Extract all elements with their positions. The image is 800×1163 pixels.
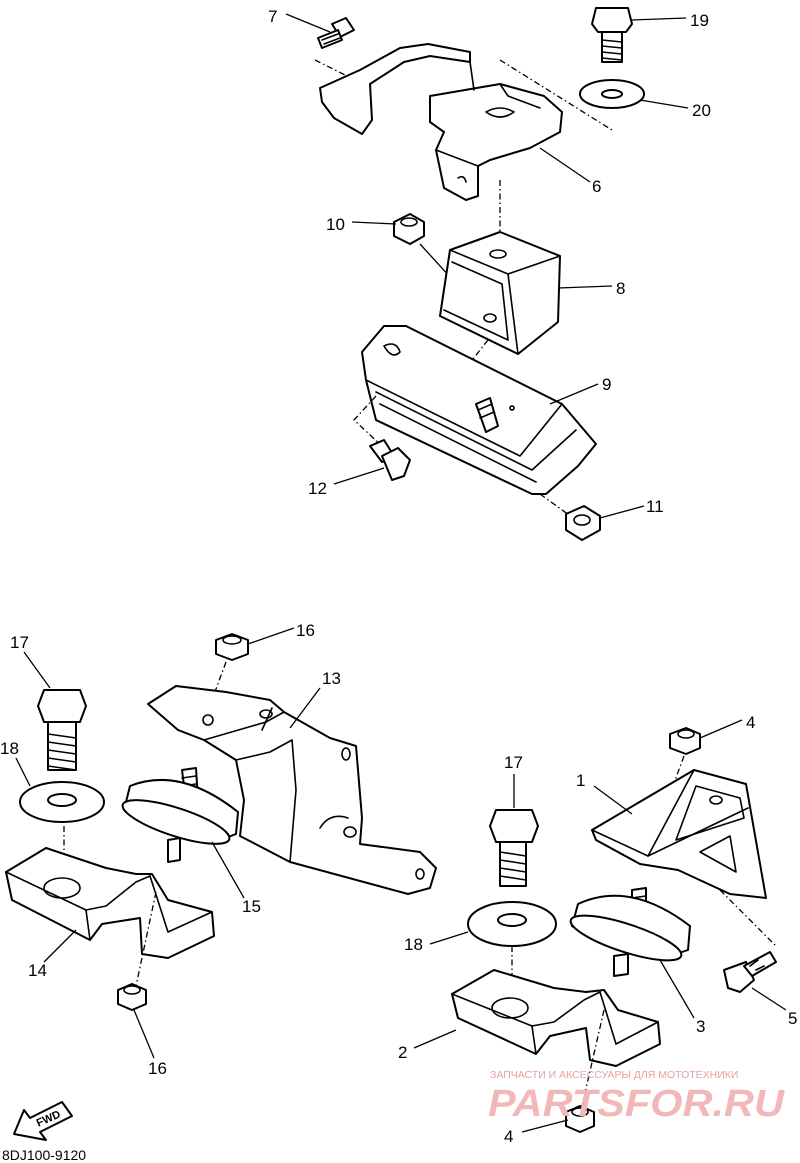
callout-3: 3	[696, 1017, 705, 1036]
callout-10: 10	[326, 215, 345, 234]
leader-lines	[15, 13, 787, 1133]
callout-14: 14	[28, 961, 47, 980]
callout-18-right: 18	[404, 935, 423, 954]
bracket-6[interactable]	[319, 43, 563, 201]
callout-1: 1	[576, 771, 585, 790]
callout-8: 8	[616, 279, 625, 298]
callout-7: 7	[268, 7, 277, 26]
fwd-arrow: FWD	[13, 1101, 73, 1141]
bracket-1[interactable]	[591, 769, 767, 899]
washer-18-right[interactable]	[467, 901, 557, 947]
callout-12: 12	[308, 479, 327, 498]
bolt-17-right[interactable]	[489, 809, 539, 887]
bolt-12[interactable]	[369, 439, 411, 481]
callout-17-right: 17	[504, 753, 523, 772]
damper-8[interactable]	[439, 231, 561, 355]
bracket-14[interactable]	[5, 847, 215, 959]
mount-plate-9[interactable]	[361, 325, 597, 495]
nut-16-top[interactable]	[215, 633, 249, 661]
callout-11: 11	[646, 497, 664, 516]
callout-16-bottom: 16	[148, 1059, 167, 1078]
nut-4-top[interactable]	[669, 727, 701, 755]
nut-10[interactable]	[393, 213, 425, 245]
bolt-17-left[interactable]	[37, 689, 87, 771]
washer-18-left[interactable]	[19, 781, 105, 823]
callout-20: 20	[692, 101, 711, 120]
callout-5: 5	[788, 1009, 797, 1028]
callout-13: 13	[322, 669, 341, 688]
diagram-code: 8DJ100-9120	[2, 1147, 86, 1163]
watermark: ЗАПЧАСТИ И АКСЕССУАРЫ ДЛЯ МОТОТЕХНИКИ PA…	[488, 1069, 786, 1125]
callout-19: 19	[690, 11, 709, 30]
washer-20[interactable]	[579, 79, 645, 109]
callout-17-left: 17	[10, 633, 29, 652]
axis-line-16-top	[205, 661, 227, 717]
axis-line-4-bottom	[581, 1009, 605, 1107]
axis-line-5	[719, 889, 777, 947]
bolt-5[interactable]	[723, 951, 777, 993]
watermark-brand: PARTSFOR.RU	[488, 1083, 786, 1125]
callout-15: 15	[242, 897, 261, 916]
nut-4-bottom[interactable]	[565, 1105, 595, 1133]
nut-16-bottom[interactable]	[117, 983, 147, 1011]
axis-line-16-bottom	[135, 891, 157, 987]
axis-line-12	[353, 395, 385, 449]
callout-4-top: 4	[746, 713, 755, 732]
callout-6: 6	[592, 177, 601, 196]
callout-4-bottom: 4	[504, 1127, 513, 1146]
callout-9: 9	[602, 375, 611, 394]
callout-16-top: 16	[296, 621, 315, 640]
callout-2: 2	[398, 1043, 407, 1062]
bolt-19[interactable]	[591, 7, 633, 63]
axis-line-19	[499, 59, 613, 131]
bolt-7[interactable]	[317, 17, 355, 49]
callout-18-left: 18	[0, 739, 19, 758]
watermark-subtitle: ЗАПЧАСТИ И АКСЕССУАРЫ ДЛЯ МОТОТЕХНИКИ	[490, 1069, 738, 1081]
nut-11[interactable]	[565, 505, 601, 541]
rubber-mount-15[interactable]	[118, 767, 239, 863]
bracket-2[interactable]	[451, 969, 661, 1067]
rubber-mount-3[interactable]	[567, 887, 691, 977]
bracket-13[interactable]	[147, 685, 437, 895]
